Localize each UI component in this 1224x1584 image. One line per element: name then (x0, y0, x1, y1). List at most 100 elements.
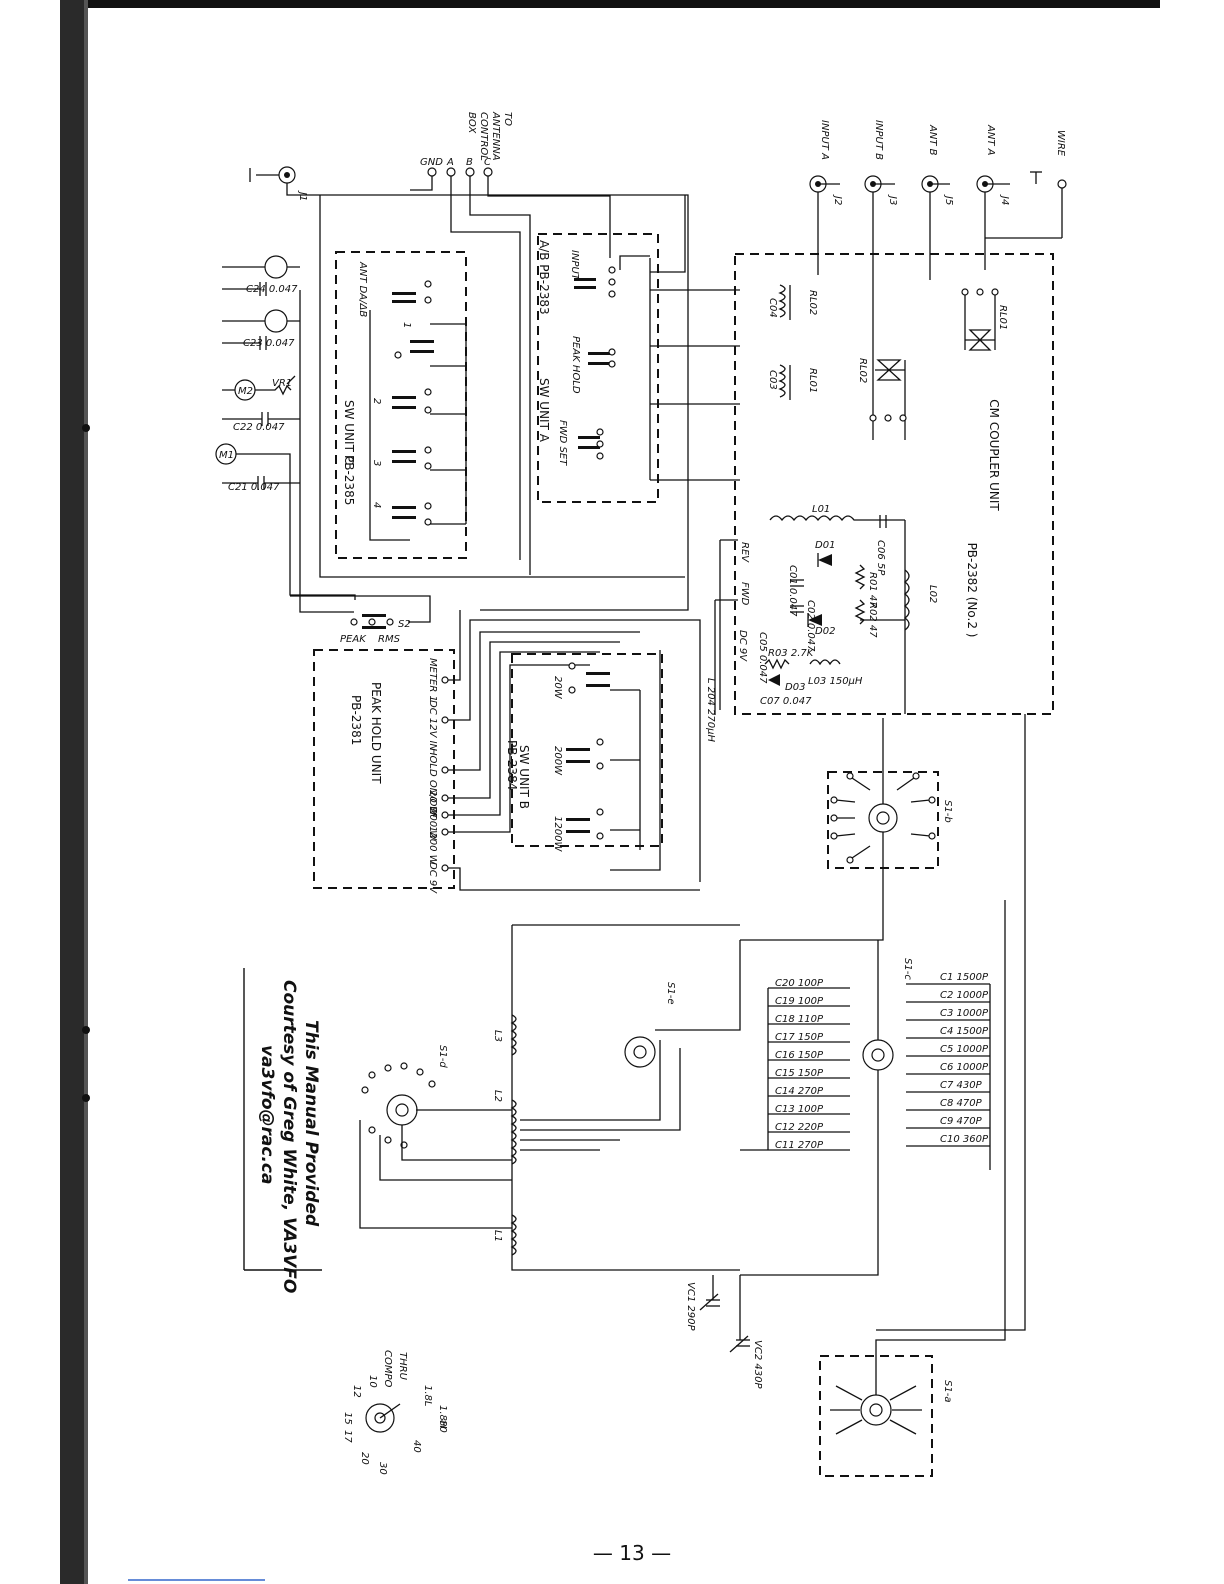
svg-text:INPUT: INPUT (569, 250, 580, 281)
peak-hold-part: PB-2381 (349, 695, 363, 745)
svg-text:C4 1500P: C4 1500P (940, 1026, 989, 1037)
svg-text:1.8L: 1.8L (422, 1385, 433, 1406)
svg-text:VR1: VR1 (272, 378, 292, 389)
svg-text:C18 110P: C18 110P (775, 1014, 824, 1025)
svg-text:L3: L3 (492, 1030, 503, 1042)
sw-unit-a-box (537, 233, 659, 503)
svg-text:40: 40 (411, 1440, 422, 1453)
c05-label: C05 0.047 (757, 632, 768, 684)
svg-text:CM COUPLER UNIT: CM COUPLER UNIT (987, 399, 1001, 511)
svg-text:A/B PB-2383: A/B PB-2383 (537, 240, 551, 315)
svg-text:10: 10 (367, 1375, 378, 1388)
peak-hold-unit-box (313, 649, 455, 889)
svg-text:30: 30 (377, 1462, 388, 1475)
rotary-s1-b: S1-b (740, 718, 953, 941)
wire-terminal (1057, 179, 1067, 189)
svg-text:1200W: 1200W (552, 816, 563, 852)
l03-coil: L03 150µH (808, 659, 863, 687)
sw-c-2-label: 2 (371, 398, 382, 404)
r03-resistor: R03 2.7K (764, 648, 815, 670)
svg-text:ANT DA/ΔB: ANT DA/ΔB (357, 261, 368, 317)
rotary-s1-e: S1-e (511, 924, 741, 1271)
svg-text:D03: D03 (785, 682, 805, 693)
credit-block: This Manual Provided Courtesy of Greg Wh… (257, 980, 321, 1293)
svg-text:C: C (484, 157, 491, 168)
svg-text:J3: J3 (887, 194, 898, 205)
svg-text:C6 1000P: C6 1000P (940, 1062, 989, 1073)
svg-text:INPUT B: INPUT B (873, 120, 884, 160)
svg-text:PEAK: PEAK (340, 634, 367, 645)
m1-meter: M1 C21 0.047 (215, 443, 356, 600)
sw-c-ant-label: ANT DA/ΔB (357, 261, 368, 317)
svg-text:L2: L2 (492, 1090, 503, 1102)
variable-caps: VC1 290P VC2 430P (685, 1275, 763, 1389)
svg-text:S1-d: S1-d (437, 1045, 448, 1068)
svg-text:L 204 270µH: L 204 270µH (705, 678, 716, 742)
relay-coil-rl02: RL02 C04 (767, 284, 818, 320)
svg-text:C23 0.047: C23 0.047 (243, 338, 295, 349)
dc9v-label: DC 9V (737, 630, 748, 662)
svg-text:METER 1: METER 1 (427, 658, 438, 702)
wire-label: WIRE (1055, 130, 1066, 157)
svg-text:C9 470P: C9 470P (940, 1116, 983, 1127)
svg-text:S1-a: S1-a (942, 1380, 953, 1402)
scan-binding-edge (60, 0, 88, 1584)
svg-text:200 W: 200 W (427, 808, 438, 841)
c01-capacitor: C01 0.047 (787, 565, 804, 617)
svg-text:C10 360P: C10 360P (940, 1134, 989, 1145)
sw-unit-a-part: A/B PB-2383 (537, 240, 551, 315)
svg-text:C14 270P: C14 270P (775, 1086, 824, 1097)
sw-unit-b-box (511, 653, 663, 847)
svg-text:200W: 200W (552, 746, 563, 776)
control-box-pins: C B A GND (420, 157, 493, 177)
svg-text:S1-e: S1-e (665, 982, 676, 1004)
cm-coupler-unit-box (734, 253, 1054, 715)
svg-text:S1-b: S1-b (942, 800, 953, 823)
l204-label: L 204 270µH (705, 678, 716, 742)
c23-lamp-cap: C23 0.047 (222, 309, 300, 350)
l02-coil: L02 (903, 569, 938, 631)
sw-c-1-label: 1 (401, 322, 412, 328)
svg-text:1: 1 (401, 322, 412, 328)
svg-text:3: 3 (371, 460, 382, 466)
svg-text:RL01: RL01 (997, 305, 1008, 330)
input-b-label: INPUT B (873, 120, 884, 160)
sw-unit-c-box (335, 251, 467, 559)
svg-text:C17 150P: C17 150P (775, 1032, 824, 1043)
svg-text:J2: J2 (832, 194, 843, 205)
rotary-s1-d: S1-d (359, 1045, 512, 1229)
svg-text:D02: D02 (815, 626, 835, 637)
page-number: — 13 — (593, 1541, 671, 1565)
j5-connector: J5 (921, 175, 954, 205)
svg-text:C01 0.047: C01 0.047 (787, 565, 798, 617)
svg-text:Courtesy of Greg White, VA3VFO: Courtesy of Greg White, VA3VFO (279, 980, 299, 1293)
svg-text:C19 100P: C19 100P (775, 996, 824, 1007)
svg-text:PB-2384: PB-2384 (505, 740, 519, 790)
input-a-label: INPUT A (819, 120, 830, 160)
svg-text:RL01: RL01 (807, 368, 818, 393)
svg-text:C12 220P: C12 220P (775, 1122, 824, 1133)
sw-c-4-label: 4 (371, 502, 382, 508)
scan-top-edge (88, 0, 1160, 8)
scan-edge-line (84, 0, 88, 1584)
svg-text:PB-2382 (No.2 ): PB-2382 (No.2 ) (965, 543, 979, 638)
c07-label: C07 0.047 (760, 696, 812, 707)
svg-text:VC1 290P: VC1 290P (685, 1282, 696, 1331)
svg-text:J1: J1 (297, 190, 308, 201)
relay-rl02: RL02 (857, 330, 907, 440)
svg-text:C11 270P: C11 270P (775, 1140, 824, 1151)
cm-coupler-title: CM COUPLER UNIT (987, 399, 1001, 511)
fwd-label: FWD (739, 582, 750, 606)
svg-text:20 W: 20 W (427, 790, 438, 817)
j3-connector: J3 (864, 175, 898, 205)
svg-text:C05 0.047: C05 0.047 (757, 632, 768, 684)
svg-text:S2: S2 (398, 619, 411, 630)
svg-text:15: 15 (342, 1412, 353, 1425)
ant-b-label: ANT B (927, 124, 938, 156)
rotary-s1-a: S1-a (819, 714, 1026, 1477)
svg-text:20W: 20W (552, 676, 563, 700)
svg-text:REV: REV (739, 542, 750, 563)
rotary-s1-c: S1-c (740, 940, 913, 1276)
sw-a-fwd-set-switch: FWD SET (557, 420, 604, 466)
